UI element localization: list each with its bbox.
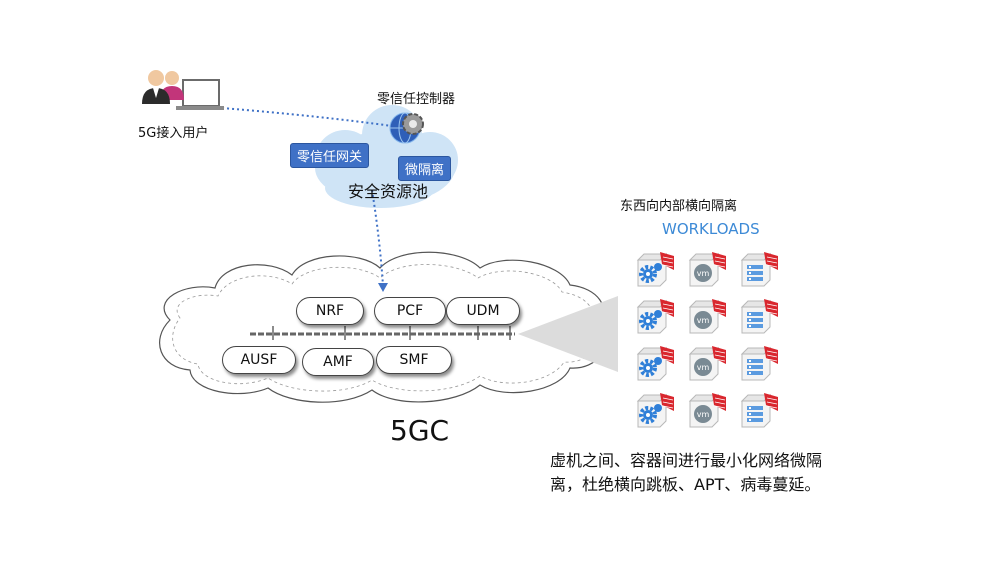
firewall-icon	[764, 393, 778, 411]
gear-workload-icon	[634, 297, 674, 334]
controller-label: 零信任控制器	[377, 92, 456, 107]
vm-workload-icon: vm	[686, 391, 726, 428]
description-line-2: 离，杜绝横向跳板、APT、病毒蔓延。	[550, 475, 821, 494]
gear-globe-icon	[389, 112, 424, 144]
nf-pcf: PCF	[374, 297, 446, 325]
firewall-icon	[712, 299, 726, 317]
svg-text:vm: vm	[697, 410, 710, 419]
5gc-label: 5GC	[390, 414, 450, 447]
svg-text:vm: vm	[697, 363, 710, 372]
firewall-icon	[764, 299, 778, 317]
server-workload-icon	[738, 391, 778, 428]
server-workload-icon	[738, 344, 778, 381]
arrow-head	[378, 283, 388, 292]
firewall-icon	[660, 346, 674, 364]
user-label: 5G接入用户	[138, 126, 209, 141]
vm-workload-icon: vm	[686, 344, 726, 381]
workloads-title: WORKLOADS	[662, 220, 760, 238]
firewall-icon	[660, 252, 674, 270]
server-workload-icon	[738, 250, 778, 287]
users-laptop-icon	[142, 70, 224, 110]
vm-workload-icon: vm	[686, 250, 726, 287]
nf-ausf: AUSF	[222, 346, 296, 374]
zoom-wedge	[518, 296, 618, 372]
server-workload-icon	[738, 297, 778, 334]
firewall-icon	[712, 346, 726, 364]
description-line-1: 虚机之间、容器间进行最小化网络微隔	[550, 451, 823, 470]
nf-udm: UDM	[446, 297, 520, 325]
nf-nrf: NRF	[296, 297, 364, 325]
gear-workload-icon	[634, 250, 674, 287]
security-pool-label: 安全资源池	[348, 182, 429, 201]
workloads-caption: 东西向内部横向隔离	[620, 199, 738, 214]
workload-grid: vm vm vm vm	[634, 250, 794, 440]
svg-text:vm: vm	[697, 269, 710, 278]
nf-smf: SMF	[376, 346, 452, 374]
firewall-icon	[764, 346, 778, 364]
bus-connectors	[272, 326, 511, 340]
firewall-icon	[764, 252, 778, 270]
firewall-icon	[712, 252, 726, 270]
nf-amf: AMF	[302, 348, 374, 376]
user-to-controller-link	[221, 107, 393, 127]
firewall-icon	[712, 393, 726, 411]
firewall-icon	[660, 393, 674, 411]
svg-text:vm: vm	[697, 316, 710, 325]
description: 虚机之间、容器间进行最小化网络微隔 离，杜绝横向跳板、APT、病毒蔓延。	[550, 449, 822, 497]
zero-trust-gateway-tag: 零信任网关	[290, 143, 370, 168]
gear-workload-icon	[634, 391, 674, 428]
firewall-icon	[660, 299, 674, 317]
vm-workload-icon: vm	[686, 297, 726, 334]
micro-isolation-tag: 微隔离	[398, 156, 452, 181]
gear-workload-icon	[634, 344, 674, 381]
